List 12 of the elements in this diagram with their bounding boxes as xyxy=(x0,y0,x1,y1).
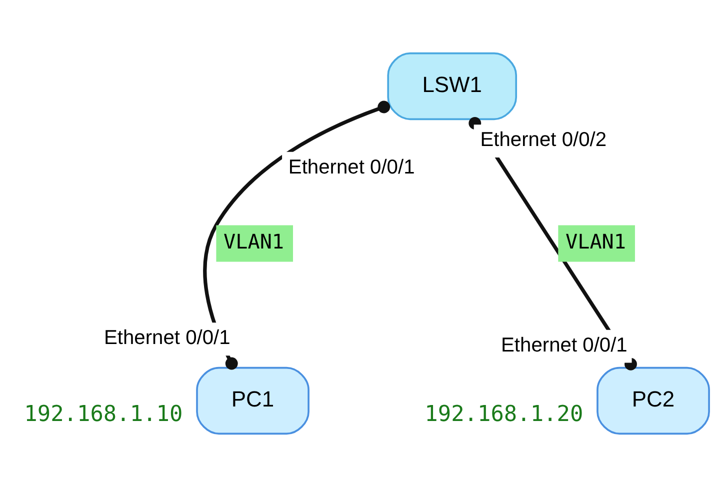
edge-label: VLAN1 xyxy=(224,230,284,254)
label: Ethernet 0/0/1 xyxy=(288,156,415,179)
node-label: 192.168.1.20 xyxy=(424,402,584,428)
label: Ethernet 0/0/1 xyxy=(501,334,628,356)
node-box: LSW1 xyxy=(387,52,518,120)
edge-label: VLAN1 xyxy=(565,230,626,254)
node-box: PC1 xyxy=(196,366,310,435)
connector xyxy=(203,100,390,370)
label: Ethernet 0/0/2 xyxy=(480,129,607,152)
node-label: 192.168.1.10 xyxy=(24,402,183,428)
label: Ethernet 0/0/1 xyxy=(104,327,230,350)
node-box: PC2 xyxy=(596,366,710,435)
